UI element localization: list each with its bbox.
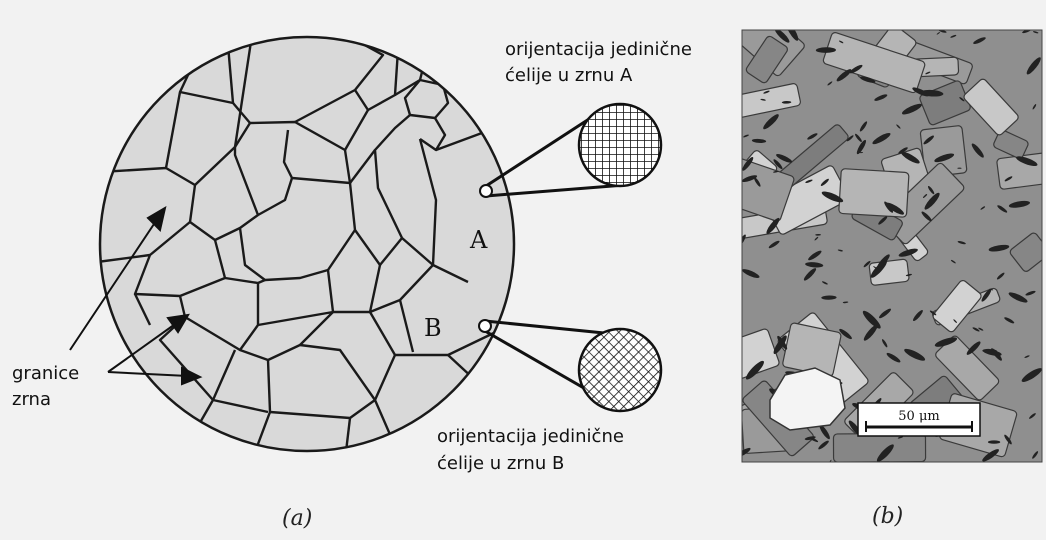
grain-a-label: A xyxy=(469,226,488,254)
annotation-b-line2: ćelije u zrnu B xyxy=(437,452,564,476)
boundary-label-line1: granice xyxy=(12,362,79,386)
magnifier-a xyxy=(480,104,661,197)
caption-a: (a) xyxy=(282,506,312,531)
magnifier-b xyxy=(479,320,661,411)
scale-bar-label: 50 μm xyxy=(898,409,939,424)
annotation-b-line1: orijentacija jedinične xyxy=(437,425,624,449)
micrograph: 50 μm xyxy=(709,1,1046,464)
caption-b: (b) xyxy=(872,504,903,529)
grain-b-label: B xyxy=(424,314,442,342)
grain-circle: A B xyxy=(97,35,514,460)
annotation-a-line1: orijentacija jedinične xyxy=(505,38,692,62)
annotation-a-line2: ćelije u zrnu A xyxy=(505,64,632,88)
boundary-label-line2: zrna xyxy=(12,388,51,412)
